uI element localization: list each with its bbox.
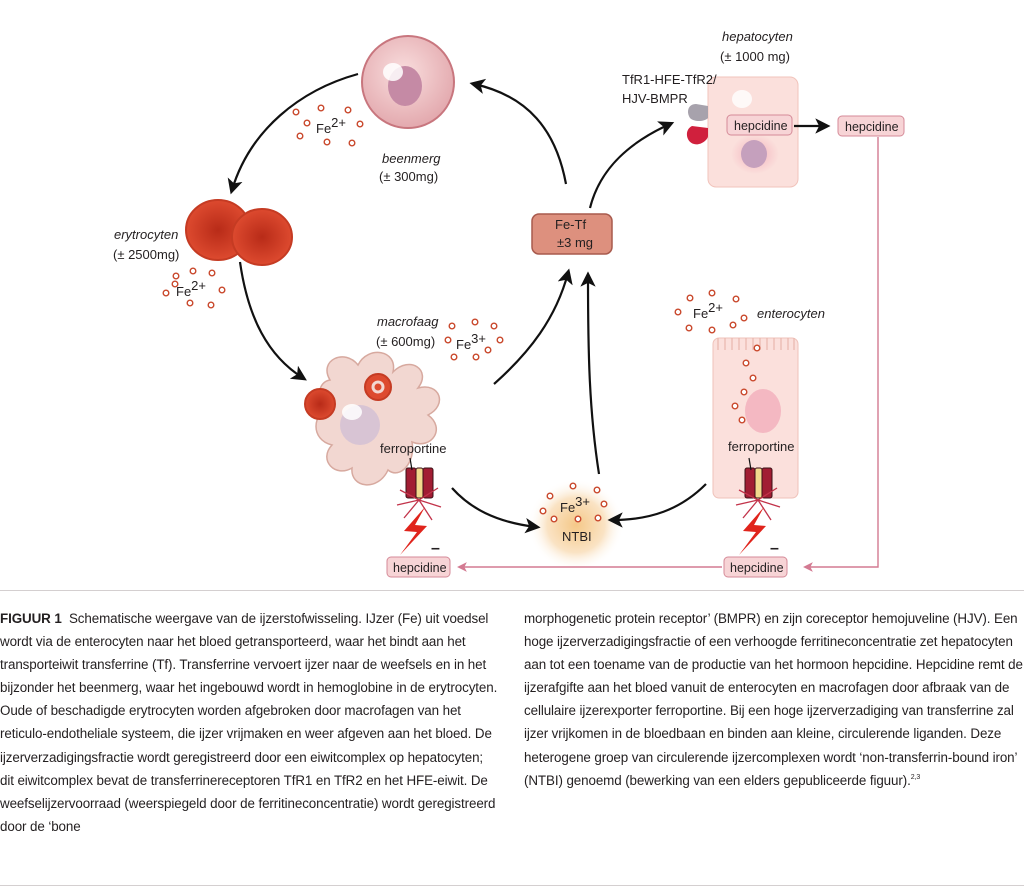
fe2-label-bone: Fe2+ xyxy=(316,115,346,136)
fe3-label-macrophage: Fe3+ xyxy=(456,331,486,352)
figure-label: FIGUUR 1 xyxy=(0,611,62,626)
iron-dots-macrophage xyxy=(444,318,504,361)
iron-dots-erythrocyte xyxy=(162,267,226,309)
ferroportine-macrophage xyxy=(405,457,434,499)
hepcidine-box-enterocyte: hepcidine xyxy=(723,556,788,578)
iron-dots-ntbi xyxy=(539,482,608,523)
hepcidine-box-plasma: hepcidine xyxy=(837,115,905,137)
iron-metabolism-diagram: beenmerg (± 300mg) Fe2+ erytrocyten (± 2… xyxy=(113,29,905,578)
blocking-burst-macrophage xyxy=(396,487,442,521)
svg-text:Fe-Tf: Fe-Tf xyxy=(555,217,586,232)
iron-dots-enterocyte xyxy=(674,289,761,424)
ntbi-label: NTBI xyxy=(562,529,592,544)
bone-marrow-label: beenmerg xyxy=(382,151,441,166)
inhibition-minus-enterocyte: – xyxy=(770,540,779,557)
lightning-macrophage xyxy=(400,507,427,555)
ferroportine-enterocyte xyxy=(744,457,773,499)
lightning-enterocyte xyxy=(739,507,766,555)
erythrocyte-amount: (± 2500mg) xyxy=(113,247,179,262)
bone-marrow-amount: (± 300mg) xyxy=(379,169,438,184)
iron-dots-bone xyxy=(292,104,364,147)
svg-text:hepcidine: hepcidine xyxy=(393,561,447,575)
erythrocyte-cells xyxy=(185,199,293,266)
hepcidine-signal-lines xyxy=(457,137,879,572)
fe2-label-enterocyte: Fe2+ xyxy=(693,300,723,321)
hepatocyte-label: hepatocyten xyxy=(722,29,793,44)
reference-superscript: 2,3 xyxy=(910,773,921,781)
ferroportine-label-macrophage: ferroportine xyxy=(380,441,446,456)
fe3-label-ntbi: Fe3+ xyxy=(560,494,590,515)
fe2-label-erythrocyte: Fe2+ xyxy=(176,278,206,299)
hepatocyte-amount: (± 1000 mg) xyxy=(720,49,790,64)
flow-arrows xyxy=(227,72,831,534)
receptor-complex-label-1: TfR1-HFE-TfR2/ xyxy=(622,72,717,87)
caption-text-right: morphogenetic protein receptor’ (BMPR) e… xyxy=(524,611,1023,788)
svg-text:hepcidine: hepcidine xyxy=(734,119,788,133)
enterocyte-label: enterocyten xyxy=(757,306,825,321)
ferroportine-label-enterocyte: ferroportine xyxy=(728,439,794,454)
bone-marrow-cell xyxy=(361,35,455,129)
fe-tf-box: Fe-Tf ±3 mg xyxy=(531,213,613,255)
inhibition-minus-macrophage: – xyxy=(431,540,440,557)
bottom-separator xyxy=(0,885,1024,886)
hepcidine-box-hepatocyte: hepcidine xyxy=(726,114,793,136)
erythrocyte-label: erytrocyten xyxy=(114,227,178,242)
ntbi-glow xyxy=(528,479,624,571)
svg-text:hepcidine: hepcidine xyxy=(845,120,899,134)
svg-text:±3 mg: ±3 mg xyxy=(557,235,593,250)
receptor-complex-label-2: HJV-BMPR xyxy=(622,91,688,106)
macrophage-amount: (± 600mg) xyxy=(376,334,435,349)
caption-text-left: Schematische weergave van de ijzerstofwi… xyxy=(0,611,498,834)
figure-caption-right: morphogenetic protein receptor’ (BMPR) e… xyxy=(524,607,1024,792)
receptor-complex xyxy=(686,104,708,145)
svg-text:hepcidine: hepcidine xyxy=(730,561,784,575)
macrophage-cell xyxy=(304,351,441,486)
macrophage-label: macrofaag xyxy=(377,314,439,329)
figure-caption-left: FIGUUR 1 Schematische weergave van de ij… xyxy=(0,607,500,838)
blocking-burst-enterocyte xyxy=(735,487,781,521)
caption-separator xyxy=(0,590,1024,591)
hepcidine-box-macrophage: hepcidine xyxy=(386,556,451,578)
enterocyte-cell xyxy=(712,337,799,499)
